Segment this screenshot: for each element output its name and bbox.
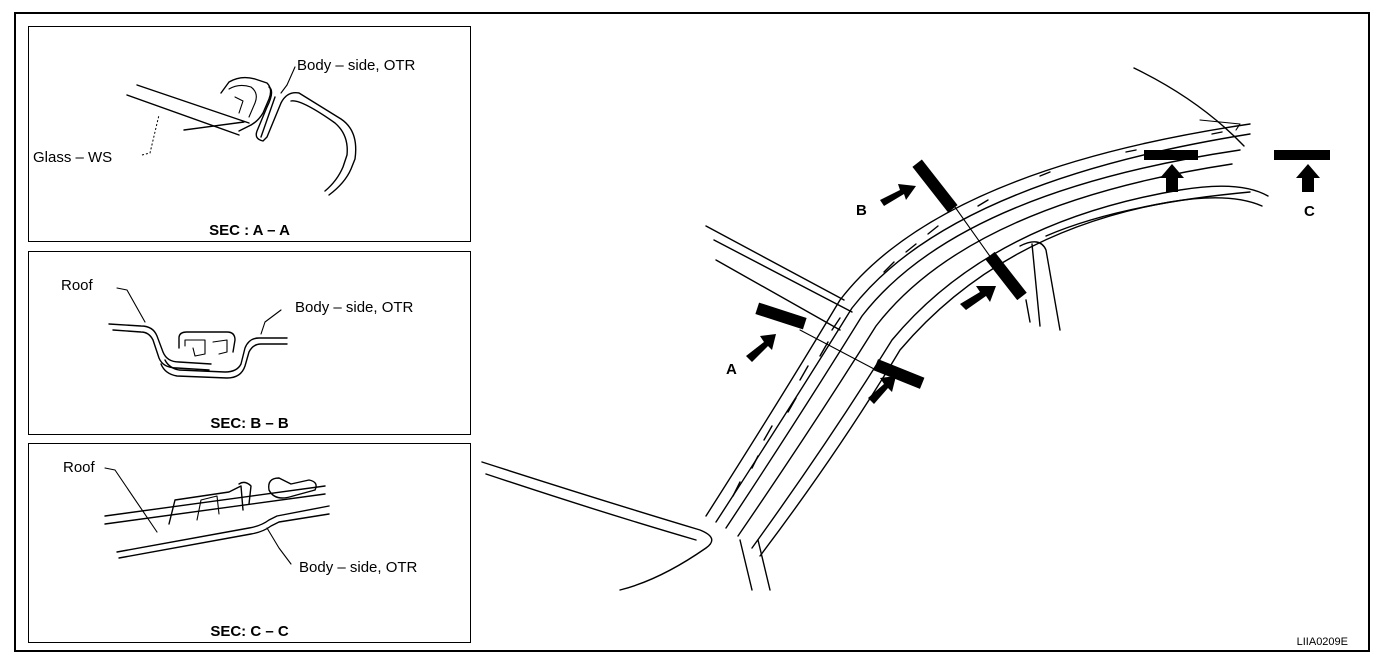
cut-bar-b-lower [985,251,1027,301]
arrow-c-right [1296,164,1320,192]
section-a-title: SEC : A – A [209,222,290,239]
arrow-c-left [1160,164,1184,192]
figure-frame [14,12,1370,652]
marker-b: B [856,202,867,219]
windshield-lower-edge [481,461,713,591]
section-c-title: SEC: C – C [210,623,289,640]
arrow-a-lower [868,376,896,404]
arrow-a-upper [746,334,776,362]
marker-c: C [1304,203,1315,220]
section-b-title: SEC: B – B [210,415,289,432]
section-a-body-side-label: Body – side, OTR [297,57,416,74]
body-side-edge [751,185,1269,549]
arrow-b-lower [960,286,996,310]
section-b-panel: Roof Body – side, OTR SEC: B – B [28,251,471,435]
cut-bar-c-right [1274,150,1330,160]
marker-a: A [726,361,737,378]
cut-bar-a-lower [873,359,925,389]
section-c-panel: Roof Body – side, OTR SEC: C – C [28,443,471,643]
molding-outer-edge [705,123,1251,517]
section-c-drawing [104,467,330,565]
cut-bar-b-upper [912,159,958,213]
section-c-roof-label: Roof [63,459,95,476]
pillar-edge [1019,241,1061,331]
arrow-b-upper [880,184,916,206]
section-a-panel: Body – side, OTR Glass – WS SEC : A – A [28,26,471,242]
cut-bar-a-upper [755,302,807,330]
section-c-body-side-label: Body – side, OTR [299,559,418,576]
section-a-glass-label: Glass – WS [33,149,113,166]
section-b-drawing [108,287,288,379]
section-b-roof-label: Roof [61,277,93,294]
section-a-drawing [126,66,357,196]
figure-code: LIIA0209E [1296,636,1348,648]
section-b-body-side-label: Body – side, OTR [295,299,414,316]
cut-bar-c-left [1144,150,1198,160]
